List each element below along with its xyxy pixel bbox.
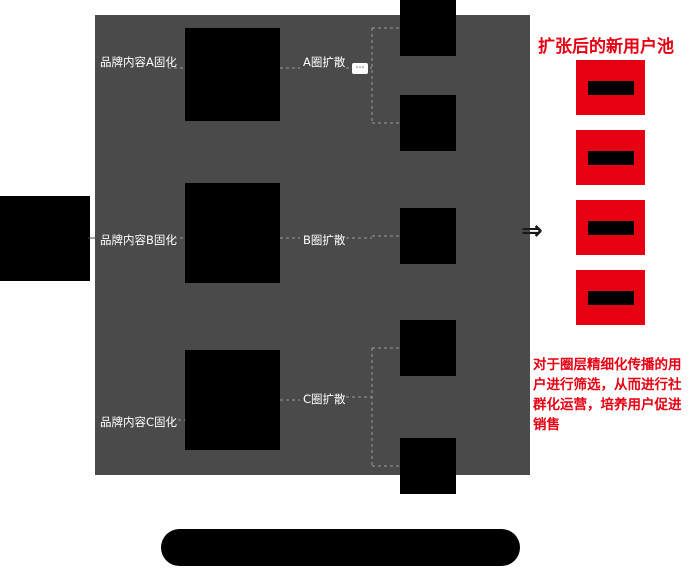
spread-label-a: A圈扩散 <box>303 55 346 69</box>
content-box-c <box>185 350 280 450</box>
ellipsis-icon: ⋯ <box>352 63 368 74</box>
pool-box-3 <box>576 200 645 255</box>
source-box <box>0 196 90 281</box>
pool-note: 对于圈层精细化传播的用户进行筛选，从而进行社群化运营，培养用户促进销售 <box>533 357 682 433</box>
pool-label-bar <box>587 290 634 305</box>
pool-label-bar <box>587 150 634 165</box>
content-label-c: 品牌内容C固化 <box>100 415 178 429</box>
content-box-b <box>185 183 280 283</box>
content-label-a: 品牌内容A固化 <box>100 55 177 69</box>
pool-label-bar <box>587 220 634 235</box>
user-box-4 <box>400 320 456 376</box>
caption-bar <box>161 529 520 566</box>
user-box-3 <box>400 208 456 264</box>
content-box-a <box>185 28 280 121</box>
spread-label-b: B圈扩散 <box>303 233 346 247</box>
user-box-1 <box>400 0 456 56</box>
user-box-5 <box>400 438 456 494</box>
content-label-b: 品牌内容B固化 <box>100 233 177 247</box>
arrow-right-icon: ⇒ <box>521 216 543 246</box>
ellipsis-glyph: ⋯ <box>355 63 365 73</box>
spread-label-c: C圈扩散 <box>303 392 346 406</box>
pool-box-1 <box>576 60 645 115</box>
user-box-2 <box>400 95 456 151</box>
pool-label-bar <box>587 80 634 95</box>
pool-box-4 <box>576 270 645 325</box>
pool-title: 扩张后的新用户池 <box>538 37 674 57</box>
pool-box-2 <box>576 130 645 185</box>
diffusion-panel <box>95 15 530 475</box>
